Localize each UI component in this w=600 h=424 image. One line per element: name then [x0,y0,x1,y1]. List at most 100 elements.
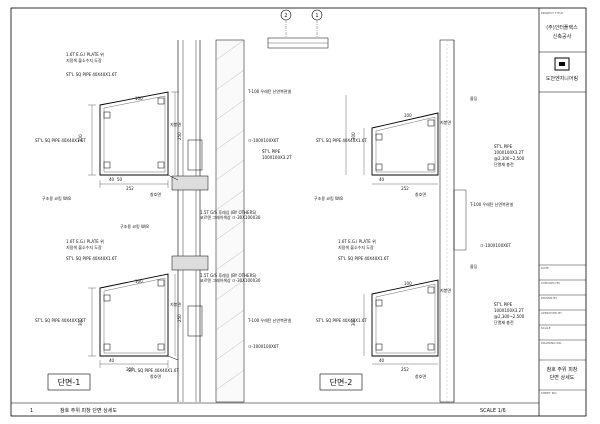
s2l-pipe-note-right-1: ST'L PIPE [494,302,513,307]
scale-label: SCALE 1/6 [480,408,506,414]
s1u-dim-100: 100 [135,96,143,101]
s1l-pipe-note-bottom: ST'L SQ PIPE 40X40X1.6T [128,368,179,373]
section1-title-box [47,373,91,391]
s1u-pipe-note-top: ST'L SQ PIPE 40X40X1.6T [66,72,117,77]
s2l-grid-label-a: 지붕면 [440,287,451,293]
section2-wall [439,39,467,403]
field-label-drawn: DRAWN BY [541,296,557,300]
s1l-pipe-note-left: ST'L SQ PIPE 40X40X1.6T [35,318,86,323]
s2u-dim-100: 100 [404,113,412,118]
s1l-plate-note: 1.6T E.G.I PLATE 위 [66,238,104,244]
section2-lower-detail [363,279,439,365]
s2u-pipe-note-right-4: 단열재 충전 [494,161,514,167]
s2l-channel-note: ㅁ-100X100X6T [480,243,511,248]
s2u-pipe-note-left: ST'L SQ PIPE 40X40X1.6T [316,138,367,143]
s1l-dim-100: 100 [135,279,143,284]
insulation-upper-note: T-100 우레탄 난연복관넬 [247,88,291,94]
drawing-number: 1 [30,408,33,414]
section1-title: 단면-1 [58,377,81,387]
drawing-title-line1: 참호 주위 피창 [547,366,578,373]
s2l-pipe-note-top: ST'L SQ PIPE 40X40X1.6T [338,256,389,261]
field-label-scale: SCALE [541,326,551,330]
section1-upper-detail [88,91,179,188]
project-name: 신축공사 [553,33,572,40]
field-label-drawing-no: DRAWING NO. [541,341,562,345]
s1u-plate-note: 1.6T E.G.I PLATE 위 [66,51,104,57]
section2-title-box [319,373,363,391]
field-label-approved: APPROVED BY [541,311,562,315]
firm-name: 도안엔지니어링 [546,75,578,82]
drawing-title: 참호 주위 피창 단면 상세도 [60,407,117,414]
section2-title: 단면-2 [330,377,353,387]
top-window-frame [267,20,329,49]
s2u-dim-252: 252 [401,186,409,191]
s2l-dim-40: 40 [379,358,385,363]
s2u-side-label: 몰딩 [470,95,478,101]
s2l-grid-label-b: 창호면 [415,373,426,379]
s1l-grid-label-a: 지붕면 [170,301,181,307]
field-label-date: DATE [541,266,549,270]
channel-upper-note: ㅁ-100X100X6T [248,138,279,143]
s1l-dim-40: 40 [109,358,115,363]
s1l-dim-250: 250 [177,314,182,322]
center-wall [171,39,245,403]
section2-upper-detail [345,95,439,185]
sd-note-4: 코르텐 그레이색상 ㅁ-30X100X30 [200,277,261,283]
s2u-grid-label-b: 창호면 [415,191,426,197]
s1u-grid-label-a: 지붕면 [170,121,181,127]
s2l-plate-note: 1.6T E.G.I PLATE 위 [338,238,376,244]
field-label-checked: CHECKED BY [541,281,560,285]
channel-lower-note: ㅁ-100X100X6T [248,344,279,349]
grid-bubble-right: 1 [311,9,323,21]
s2-structure-note: 구조용 코킹 W/8 [314,195,343,201]
grid-bubble-left-label: 2 [284,13,287,19]
s1l-dim-300: 300 [78,318,83,326]
field-label-sheet-no: SHEET NO. [541,391,557,395]
s2l-pipe-note-right-3: @2,300~2,500 [494,314,525,319]
insulation-right-note: T-100 우레탄 난연복관넬 [469,201,513,207]
s2u-pipe-note-right-3: @2,300~2,500 [494,156,525,161]
s1u-pipe-note-left: ST'L SQ PIPE 40X40X1.6T [35,138,86,143]
s1u-dim-40: 40 [109,177,115,182]
section1-lower-detail [88,273,179,368]
sd-note-1: 1.5T G/S 후레싱 (BY OTHERS) [200,209,257,215]
s2l-pipe-note-left: ST'L SQ PIPE 40X40X1.6T [316,318,367,323]
s2l-side-label: 몰딩 [470,263,478,269]
sd-note-2: 코르텐 그레이색상 ㅁ-30X100X30 [200,214,261,220]
grid-bubble-left: 2 [280,9,292,21]
s2u-pipe-note-right-1: ST'L PIPE [494,144,513,149]
s1l-pipe-note-top: ST'L SQ PIPE 40X40X1.6T [66,256,117,261]
s1u-dim-300: 300 [78,134,83,142]
company-name: (주)인터플렉스 [546,24,578,31]
insulation-lower-note: T-100 우레탄 난연복관넬 [247,317,291,323]
title-block [539,51,586,391]
sheet-border [10,7,587,417]
s2u-grid-label-a: 지붕면 [440,119,451,125]
s1-structure-note: 구조용 코킹 W/8 [42,195,71,201]
s1u-dim-250: 250 [177,132,182,140]
grid-bubble-right-label: 1 [315,13,318,19]
s1u-dim-252: 252 [126,186,134,191]
s2u-dim-300: 300 [351,132,356,140]
s2l-pipe-note-right-4: 단열재 충전 [494,319,514,325]
s2l-dim-100: 100 [404,281,412,286]
sd-note-3: 1.5T G/S 후레싱 (BY OTHERS) [200,272,257,278]
s2l-paint-note: 지정색 불소수지 도장 [338,244,374,250]
s2l-pipe-note-right-2: 100X100X3.2T [494,308,524,313]
drawing-title-line2: 단면 상세도 [550,374,575,381]
s1l-grid-label-b: 창호면 [150,373,161,379]
s2l-dim-252: 252 [401,367,409,372]
firm-logo-icon [554,57,570,71]
pipe-mid-note-2: 100X100X3.2T [262,155,292,160]
s2u-dim-40: 40 [379,177,385,182]
s2u-pipe-note-right-2: 100X100X3.2T [494,150,524,155]
project-label: PROJECT TITLE [541,11,563,15]
structure-note-mid: 구조용 코킹 W/8 [120,223,149,229]
s1u-grid-label-b: 창호면 [150,191,161,197]
s2l-dim-300: 300 [351,318,356,326]
pipe-mid-note-1: ST'L PIPE [262,149,281,154]
s1l-dim-252: 252 [126,367,134,372]
s1u-paint-note: 지정색 불소수지 도장 [66,57,102,63]
s1l-paint-note: 지정색 불소수지 도장 [66,244,102,250]
